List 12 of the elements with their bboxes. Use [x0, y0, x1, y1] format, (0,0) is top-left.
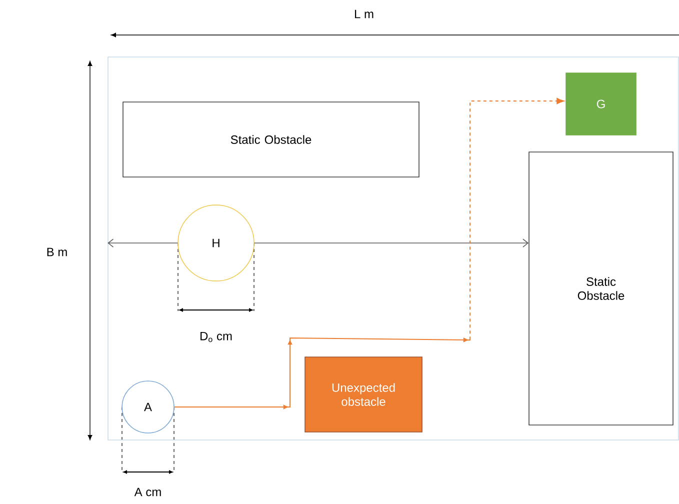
arrow	[108, 238, 178, 248]
obstacle-box: Static Obstacle	[122, 102, 420, 178]
dimension-label: L m	[355, 10, 374, 18]
dimension-label: B m	[47, 248, 67, 256]
dimension-label: D$_{o}$ cm	[200, 332, 232, 342]
obstacle-box: Static Obstacle	[528, 152, 674, 426]
field-border	[108, 56, 679, 440]
arrow	[174, 98, 564, 410]
dimension-label: A cm	[134, 488, 161, 496]
goal-box: G	[566, 72, 636, 136]
arrow	[254, 238, 529, 248]
obstacle-box: Unexpected obstacle	[304, 356, 422, 432]
